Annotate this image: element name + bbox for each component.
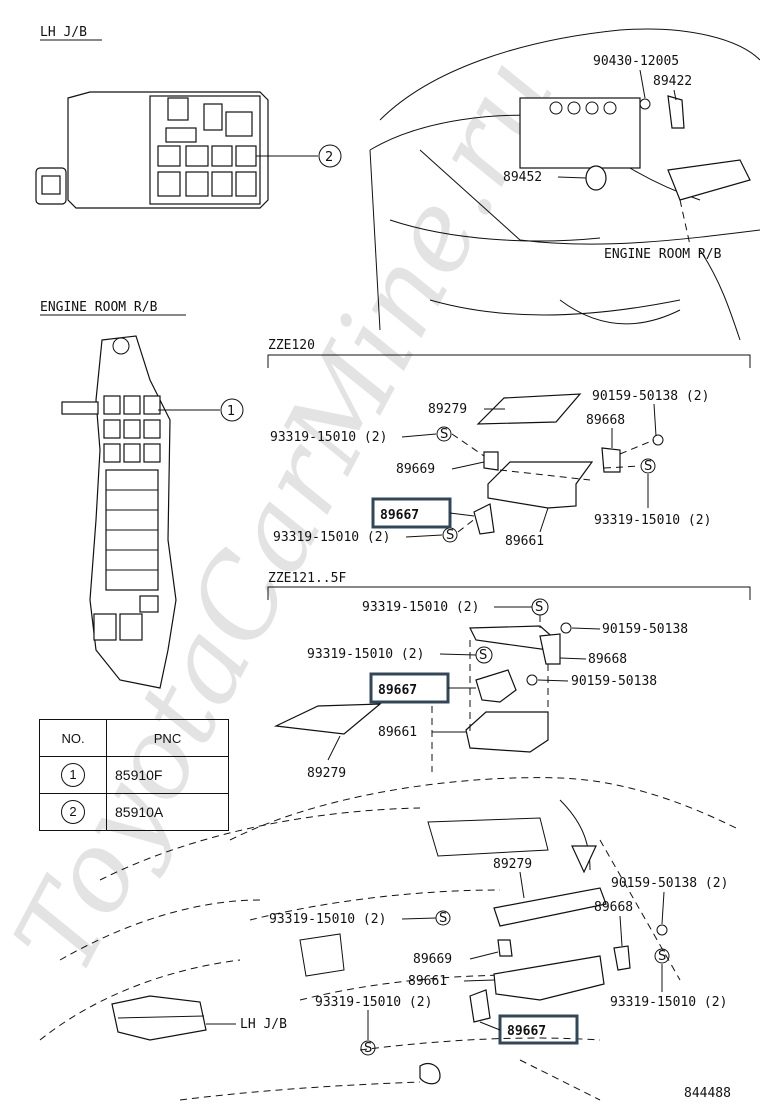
section-zze121-bracket bbox=[267, 586, 751, 600]
lh-junction-block bbox=[35, 91, 318, 209]
callout-1-left: 1 bbox=[227, 404, 235, 419]
pnc-row-1-pnc: 85910F bbox=[106, 756, 229, 794]
dash-label-89667: 89667 bbox=[507, 1024, 546, 1039]
section-zze121-label: ZZE121..5F bbox=[268, 571, 346, 586]
zze121-label-90159-50138-a: 90159-50138 bbox=[602, 622, 688, 637]
zze120-label-90159-50138: 90159-50138 (2) bbox=[592, 389, 709, 404]
zze120-label-93319-a: 93319-15010 (2) bbox=[270, 430, 387, 445]
zze120-label-89661: 89661 bbox=[505, 534, 544, 549]
figure-number: 844488 bbox=[684, 1086, 731, 1101]
zze121-label-89668: 89668 bbox=[588, 652, 627, 667]
dash-label-93319-c: 93319-15010 (2) bbox=[610, 995, 727, 1010]
svg-text:S: S bbox=[446, 528, 454, 543]
pnc-table-header-no: NO. bbox=[39, 719, 107, 757]
section-zze120-label: ZZE120 bbox=[268, 338, 315, 353]
dash-label-89668: 89668 bbox=[594, 900, 633, 915]
zze121-label-90159-50138-b: 90159-50138 bbox=[571, 674, 657, 689]
label-90430-12005: 90430-12005 bbox=[593, 54, 679, 69]
pnc-row-2-pnc: 85910A bbox=[106, 793, 229, 831]
table-row: 2 85910A bbox=[39, 793, 229, 831]
zze120-ecu-assembly: S S S bbox=[436, 393, 664, 543]
label-89422: 89422 bbox=[653, 74, 692, 89]
svg-text:S: S bbox=[439, 911, 447, 926]
zze120-label-89279: 89279 bbox=[428, 402, 467, 417]
zze120-label-93319-c: 93319-15010 (2) bbox=[594, 513, 711, 528]
pnc-row-2-no-circle: 2 bbox=[61, 800, 85, 824]
svg-text:S: S bbox=[479, 648, 487, 663]
dash-label-93319-a: 93319-15010 (2) bbox=[269, 912, 386, 927]
zze120-label-93319-b: 93319-15010 (2) bbox=[273, 530, 390, 545]
pnc-table-header: NO. PNC bbox=[39, 719, 229, 757]
dash-label-89661: 89661 bbox=[408, 974, 447, 989]
pnc-table: NO. PNC 1 85910F 2 85910A bbox=[39, 719, 229, 831]
callout-2-top: 2 bbox=[325, 150, 333, 165]
pnc-row-1-no-circle: 1 bbox=[61, 763, 85, 787]
pnc-table-header-pnc: PNC bbox=[106, 719, 229, 757]
svg-text:S: S bbox=[658, 949, 666, 964]
table-row: 1 85910F bbox=[39, 756, 229, 794]
zze121-label-89279: 89279 bbox=[307, 766, 346, 781]
lh-jb-bottom-label: LH J/B bbox=[240, 1017, 287, 1032]
engine-room-rb-title-left: ENGINE ROOM R/B bbox=[40, 300, 158, 315]
zze120-label-89668: 89668 bbox=[586, 413, 625, 428]
section-zze120-bracket bbox=[267, 354, 751, 368]
zze121-label-93319-a: 93319-15010 (2) bbox=[362, 600, 479, 615]
svg-text:S: S bbox=[644, 459, 652, 474]
lh-jb-title: LH J/B bbox=[40, 25, 87, 40]
svg-text:S: S bbox=[440, 427, 448, 442]
zze121-label-89661: 89661 bbox=[378, 725, 417, 740]
pnc-row-2-no: 2 bbox=[39, 793, 107, 831]
svg-text:S: S bbox=[535, 600, 543, 615]
dashboard-illustration: S S S bbox=[39, 777, 741, 1101]
engine-room-relay-block bbox=[61, 335, 220, 689]
dash-label-89279: 89279 bbox=[493, 857, 532, 872]
label-89452: 89452 bbox=[503, 170, 542, 185]
dash-label-90159-50138: 90159-50138 (2) bbox=[611, 876, 728, 891]
engine-room-rb-title-right: ENGINE ROOM R/B bbox=[604, 247, 722, 262]
dash-label-89669: 89669 bbox=[413, 952, 452, 967]
zze120-label-89669: 89669 bbox=[396, 462, 435, 477]
pnc-row-1-no: 1 bbox=[39, 756, 107, 794]
zze120-label-89667: 89667 bbox=[380, 508, 419, 523]
dash-label-93319-b: 93319-15010 (2) bbox=[315, 995, 432, 1010]
svg-text:S: S bbox=[364, 1041, 372, 1056]
zze121-label-89667: 89667 bbox=[378, 683, 417, 698]
engine-bay-illustration bbox=[369, 28, 760, 341]
zze121-ecu-assembly: S S bbox=[273, 598, 572, 772]
zze121-label-93319-b: 93319-15010 (2) bbox=[307, 647, 424, 662]
